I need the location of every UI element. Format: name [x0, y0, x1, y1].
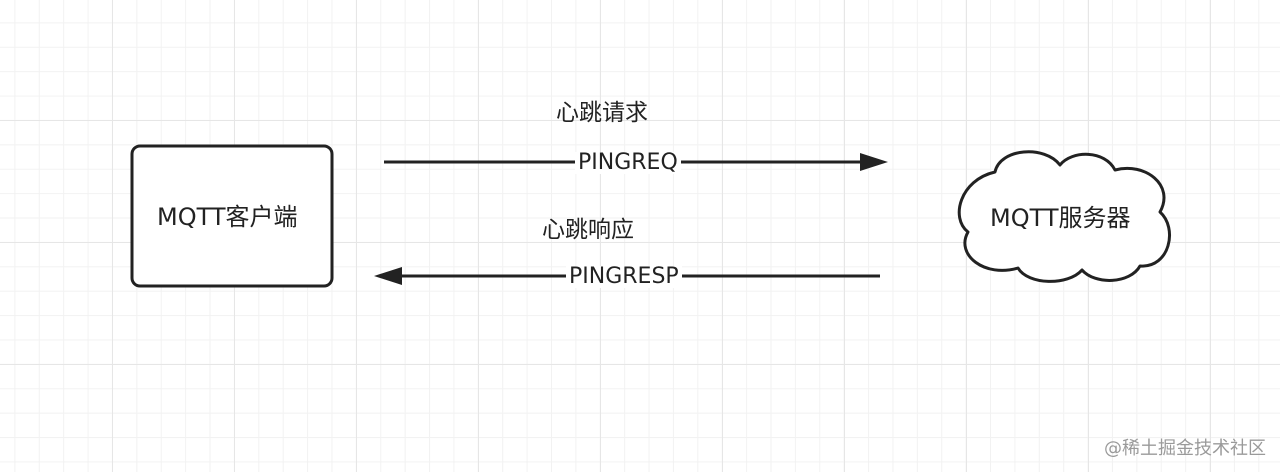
client-node-box — [130, 144, 334, 288]
pingreq-label: PINGREQ — [575, 152, 681, 174]
server-node-label: MQTT服务器 — [990, 204, 1131, 232]
server-node-cloud — [957, 150, 1171, 283]
pingresp-title: 心跳响应 — [542, 217, 634, 243]
pingreq-arrowhead — [860, 153, 888, 171]
watermark-text: @稀土掘金技术社区 — [1104, 438, 1266, 459]
pingresp-label: PINGRESP — [566, 266, 682, 288]
client-node-label: MQTT客户端 — [157, 203, 298, 231]
pingreq-title: 心跳请求 — [556, 100, 648, 126]
pingresp-arrowhead — [374, 267, 402, 285]
